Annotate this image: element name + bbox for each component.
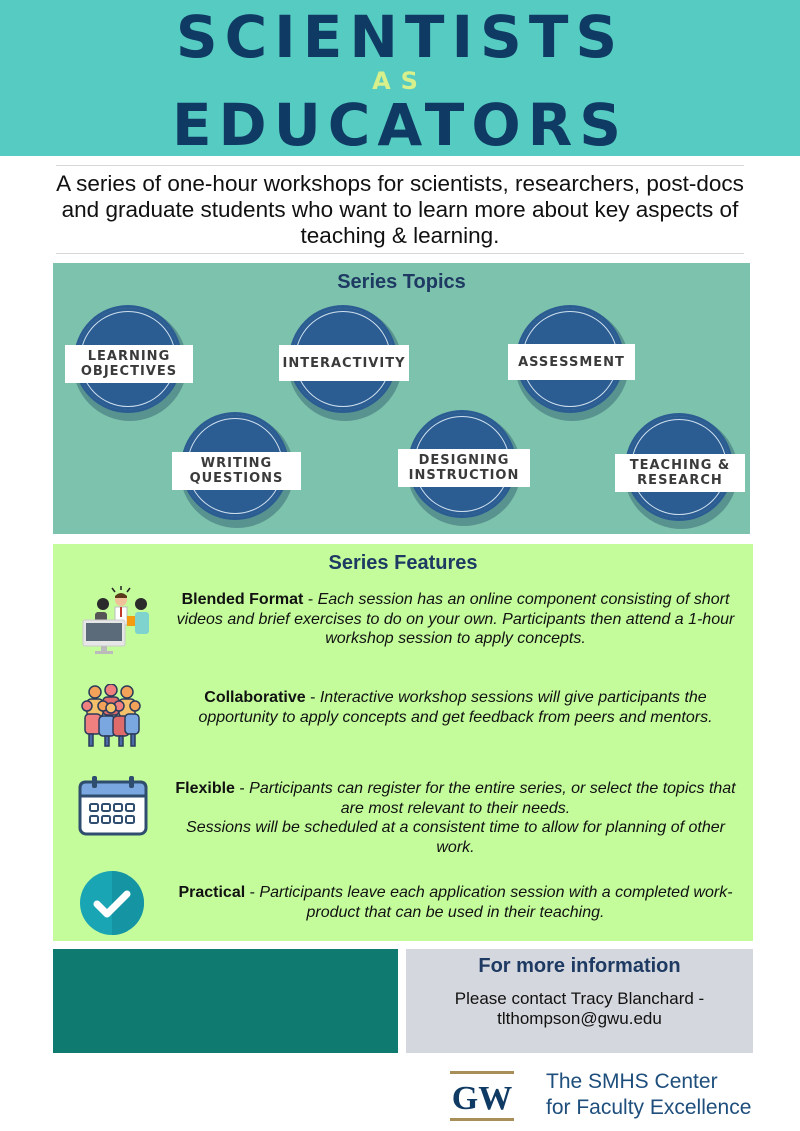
presentation-icon xyxy=(82,586,149,654)
feature-blended-format: Blended Format - Each session has an onl… xyxy=(173,590,738,649)
feature-collaborative: Collaborative - Interactive workshop ses… xyxy=(173,688,738,727)
feature-separator: - xyxy=(303,591,318,608)
topic-label-line: TEACHING & xyxy=(629,458,731,473)
feature-description: Participants leave each application sess… xyxy=(259,884,733,921)
topic-label-interactivity: INTERACTIVITY xyxy=(279,345,409,381)
feature-name: Practical xyxy=(178,884,246,901)
title-line-educators: EDUCATORS xyxy=(171,91,629,159)
contact-line: Please contact Tracy Blanchard - xyxy=(454,989,705,1008)
feature-separator: - xyxy=(234,780,250,797)
more-info-panel: For more information Please contact Trac… xyxy=(406,949,753,1053)
feature-practical: Practical - Participants leave each appl… xyxy=(173,883,738,922)
feature-name: Flexible xyxy=(175,780,235,797)
topic-label-line: LEARNING xyxy=(87,349,171,364)
gw-logo-text: GW xyxy=(452,1080,512,1117)
feature-separator: - xyxy=(245,884,260,901)
feature-flexible: Flexible - Participants can register for… xyxy=(173,779,738,857)
series-topics-title: Series Topics xyxy=(337,271,466,293)
topic-label-line: RESEARCH xyxy=(637,473,723,488)
feature-description: Participants can register for the entire… xyxy=(249,780,736,817)
topic-label-assessment: ASSESSMENT xyxy=(508,344,635,380)
series-features-title: Series Features xyxy=(328,552,478,574)
topic-label-line: INSTRUCTION xyxy=(408,468,520,483)
header-banner: SCIENTISTS AS EDUCATORS xyxy=(0,0,800,156)
intro-text: A series of one-hour workshops for scien… xyxy=(56,171,744,248)
group-icon xyxy=(81,684,141,747)
feature-separator: - xyxy=(305,689,320,706)
gw-logo: GW xyxy=(450,1071,514,1121)
topic-label-line: ASSESSMENT xyxy=(518,354,625,370)
topic-label-designing-instruction: DESIGNING INSTRUCTION xyxy=(398,449,530,487)
divider-top xyxy=(56,165,744,166)
contact-email[interactable]: tlthompson@gwu.edu xyxy=(497,1009,662,1028)
more-info-title: For more information xyxy=(478,955,681,977)
topic-label-line: QUESTIONS xyxy=(189,471,284,486)
series-features-panel: Series Features Blended Format - Each se… xyxy=(53,544,753,941)
topic-label-learning-objectives: LEARNING OBJECTIVES xyxy=(65,345,193,383)
topic-label-line: OBJECTIVES xyxy=(80,364,178,379)
topic-label-line: WRITING xyxy=(200,456,273,471)
center-name-line: The SMHS Center xyxy=(546,1070,718,1093)
topic-label-line: DESIGNING xyxy=(418,453,510,468)
title-line-scientists: SCIENTISTS xyxy=(175,3,625,71)
checkmark-icon xyxy=(80,871,144,935)
topic-label-teaching-research: TEACHING & RESEARCH xyxy=(615,454,745,492)
teal-block xyxy=(53,949,398,1053)
feature-description: Interactive workshop sessions will give … xyxy=(198,689,713,726)
topic-label-writing-questions: WRITING QUESTIONS xyxy=(172,452,301,490)
feature-name: Collaborative xyxy=(204,689,306,706)
title-as: AS xyxy=(372,67,428,95)
divider-bottom xyxy=(56,253,744,254)
contact-info: Please contact Tracy Blanchard - tlthomp… xyxy=(406,989,753,1029)
calendar-icon xyxy=(78,776,148,836)
topic-label-line: INTERACTIVITY xyxy=(282,355,406,371)
feature-name: Blended Format xyxy=(181,591,304,608)
series-topics-panel: Series Topics LEARNING OBJECTIVES INTERA… xyxy=(53,263,750,534)
feature-description-2: Sessions will be scheduled at a consiste… xyxy=(186,819,725,856)
center-name: The SMHS Center for Faculty Excellence xyxy=(546,1069,796,1121)
center-name-line: for Faculty Excellence xyxy=(546,1096,752,1119)
feature-description: Each session has an online component con… xyxy=(176,591,735,647)
